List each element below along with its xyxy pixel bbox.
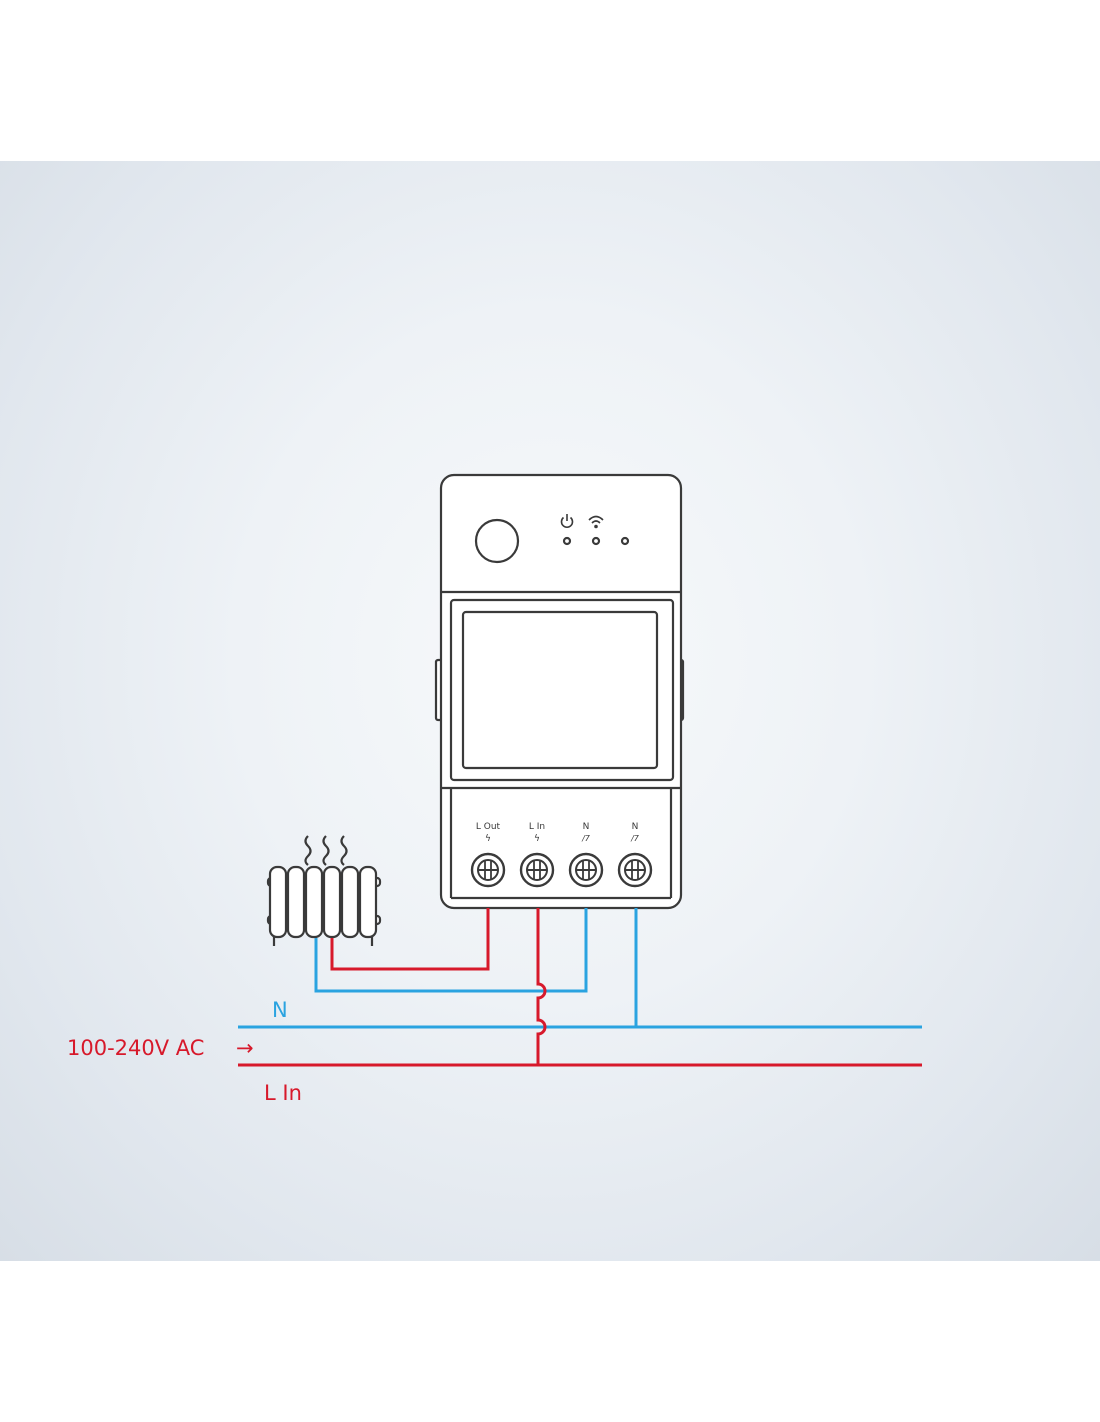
terminal-symbol-l-in: ϟ	[534, 834, 540, 844]
live-load-wire	[330, 908, 490, 971]
power-icon	[560, 514, 574, 529]
power-button[interactable]	[474, 518, 520, 564]
led-wifi	[591, 536, 601, 546]
led-status	[620, 536, 630, 546]
heater-fin	[286, 865, 306, 939]
heater-fin	[358, 865, 378, 939]
heater-icon	[266, 835, 382, 946]
terminal-label-l-in: L In	[529, 822, 545, 832]
terminal-symbol-l-out: ϟ	[485, 834, 491, 844]
wifi-icon	[588, 515, 604, 529]
terminal-screws	[470, 852, 653, 888]
wires	[238, 908, 922, 1067]
display-screen	[461, 610, 659, 770]
supply-arrow: →	[236, 1036, 254, 1060]
heater-fin	[268, 865, 288, 939]
terminal-screw-l-out[interactable]	[470, 852, 506, 888]
neutral-label: N	[272, 998, 288, 1022]
live-in-label: L In	[264, 1081, 302, 1105]
smart-switch-device	[434, 473, 685, 910]
terminal-symbol-n-2: /7	[630, 834, 640, 843]
neutral-load-wire	[314, 908, 588, 993]
heat-waves	[304, 835, 348, 866]
heater-fin	[304, 865, 324, 939]
terminal-screw-l-in[interactable]	[519, 852, 555, 888]
terminal-label-n-1: N	[583, 822, 590, 832]
terminal-labels: L Out ϟ L In ϟ N /7 N /7	[476, 822, 640, 844]
live-supply-wire	[536, 908, 547, 1065]
terminal-label-n-2: N	[632, 822, 639, 832]
heater-fin	[322, 865, 342, 939]
line-labels: N 100-240V AC → L In	[67, 998, 302, 1105]
heater-fin	[340, 865, 360, 939]
terminal-symbol-n-1: /7	[581, 834, 591, 843]
terminal-screw-n-2[interactable]	[617, 852, 653, 888]
terminal-label-l-out: L Out	[476, 822, 501, 832]
supply-voltage-label: 100-240V AC	[67, 1036, 204, 1060]
led-power	[562, 536, 572, 546]
terminal-screw-n-1[interactable]	[568, 852, 604, 888]
